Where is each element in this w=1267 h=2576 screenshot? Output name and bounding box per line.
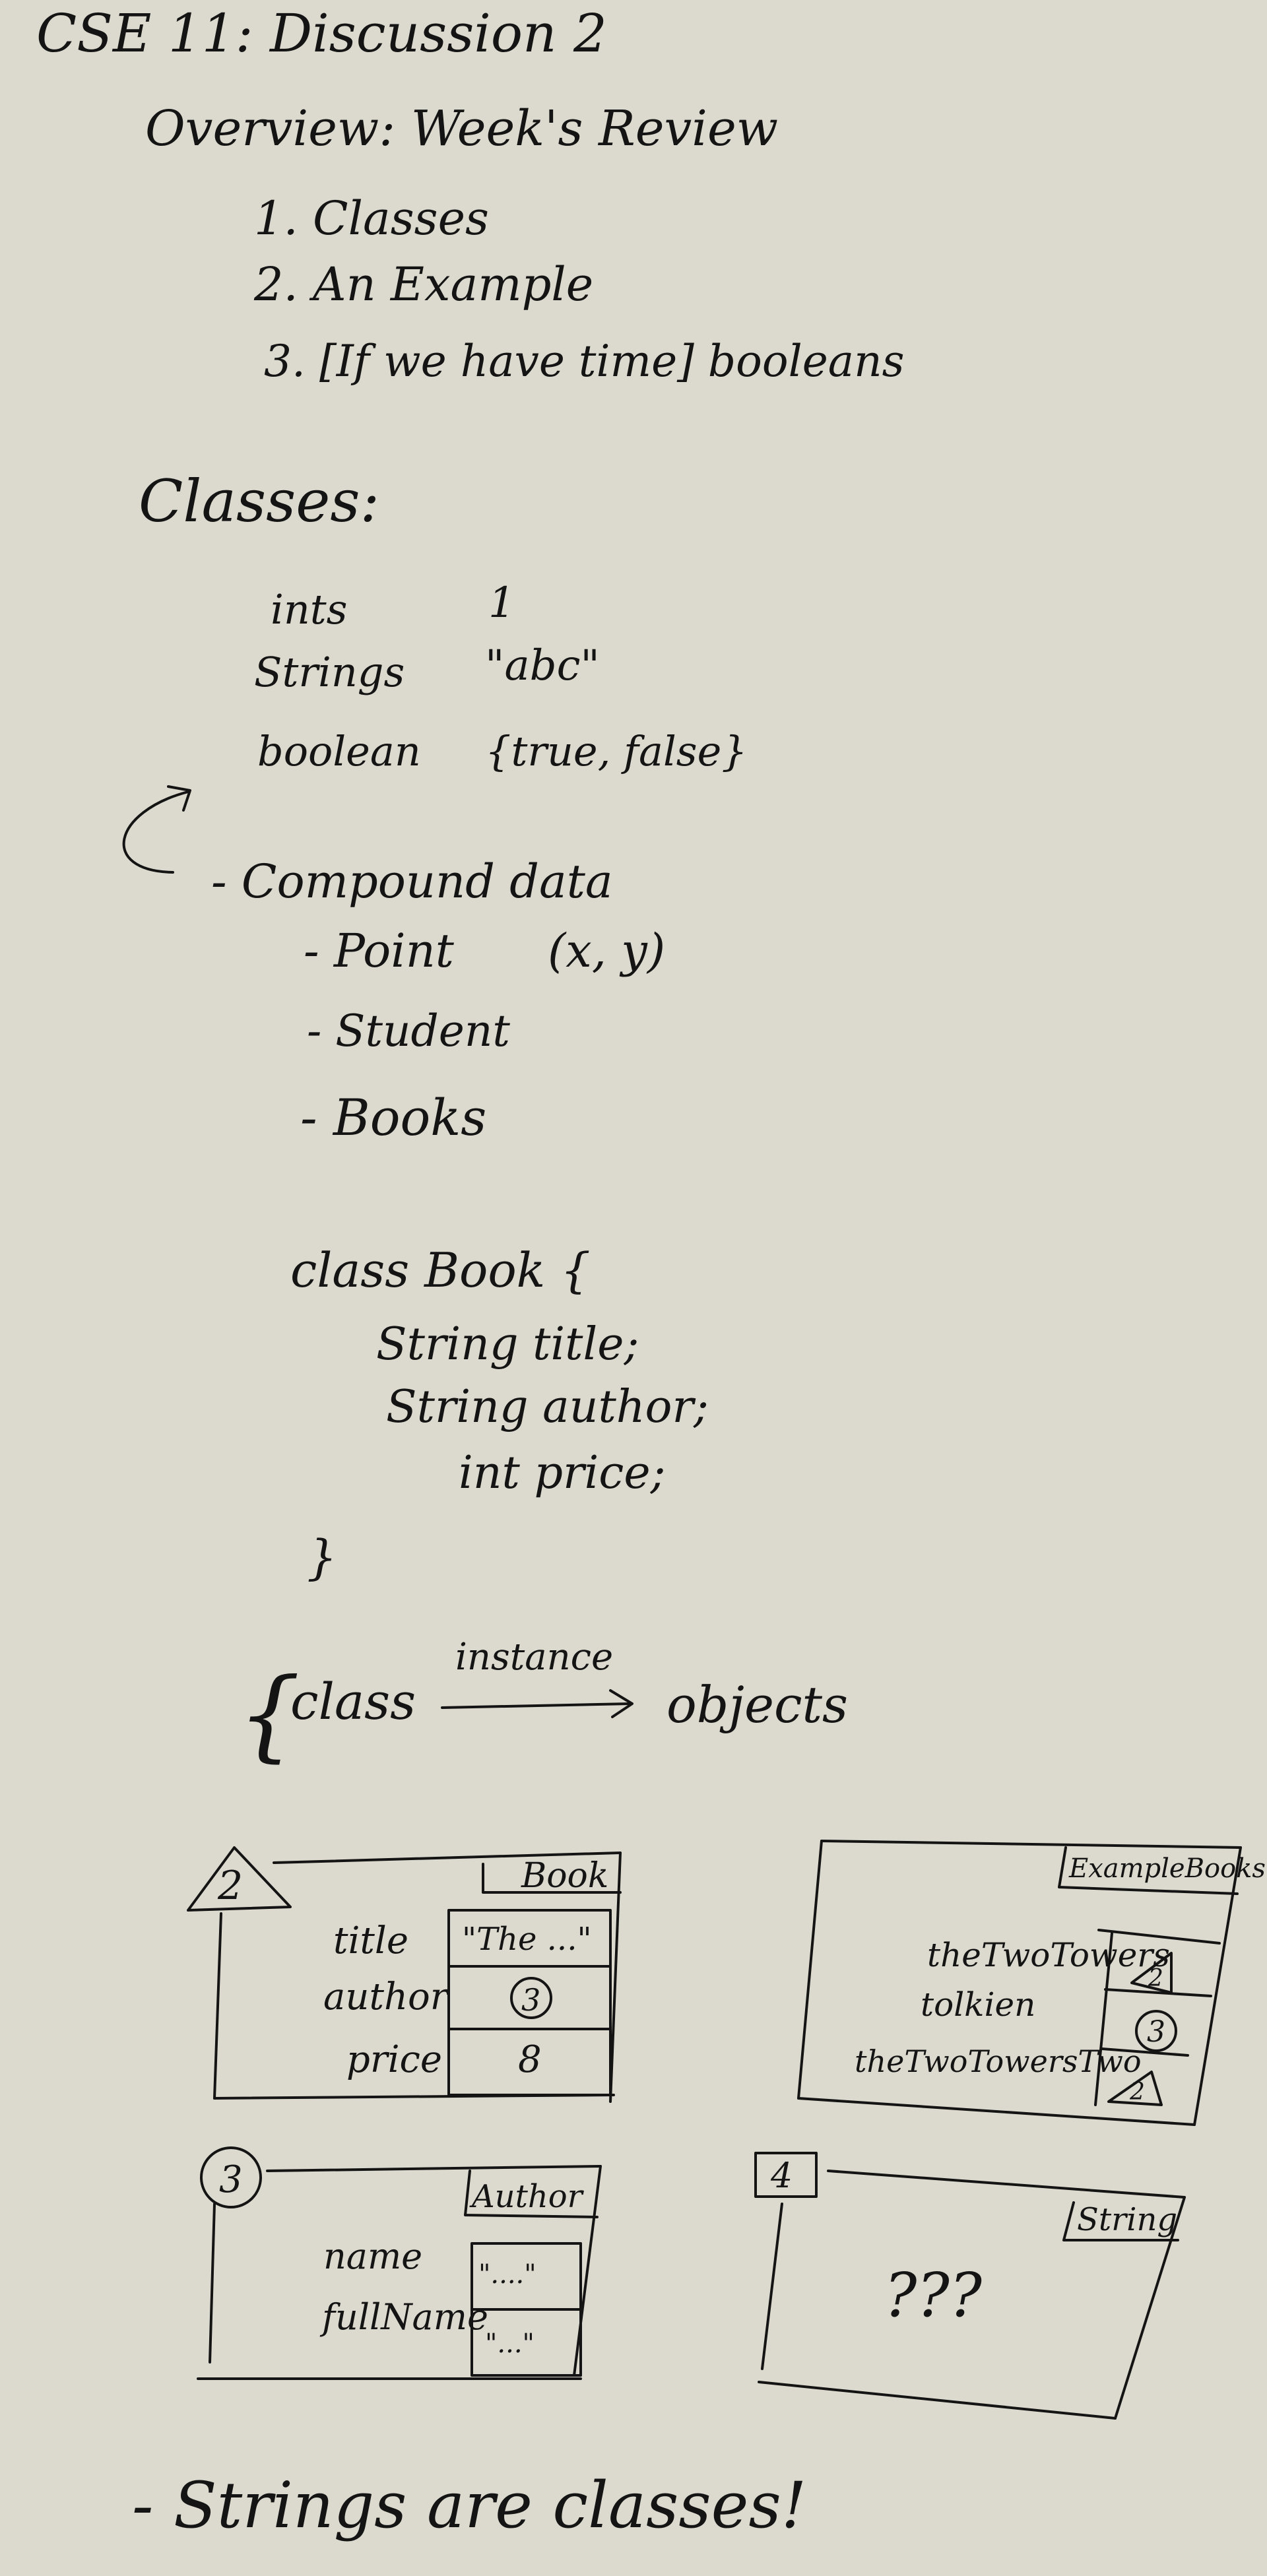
- author-value-fullname: "...": [485, 2329, 535, 2359]
- author-ref-number: 3: [219, 2158, 243, 2201]
- primitive-type-boolean: boolean: [257, 727, 421, 775]
- relation-class: class: [290, 1672, 416, 1731]
- code-field-title: String title;: [376, 1318, 639, 1370]
- relation-arrow-label: instance: [455, 1636, 613, 1679]
- string-class-name: String: [1077, 2201, 1177, 2238]
- book-field-title: title: [333, 1919, 408, 1962]
- examplebooks-value-thetwotowerstwo: 2: [1129, 2078, 1145, 2106]
- compound-item-student: - Student: [307, 1006, 510, 1056]
- compound-data-label: - Compound data: [211, 854, 613, 909]
- book-field-author: author: [323, 1976, 450, 2018]
- book-value-price: 8: [518, 2038, 542, 2081]
- code-field-price: int price;: [459, 1447, 666, 1499]
- ref-triangle-icon: [1130, 1952, 1173, 1994]
- arrow-head-icon: [167, 785, 191, 812]
- compound-item-books: - Books: [300, 1088, 486, 1147]
- instance-arrow-line: [441, 1702, 632, 1709]
- overview-heading: Overview: Week's Review: [145, 100, 778, 157]
- examplebooks-value-thetwotowers: 2: [1148, 1965, 1163, 1992]
- examplebooks-field-tolkien: tolkien: [921, 1985, 1035, 2024]
- relation-objects: objects: [666, 1675, 848, 1734]
- string-object-box: 4 String ???: [754, 2152, 1186, 2420]
- footer-note: - Strings are classes!: [132, 2468, 806, 2542]
- author-class-tag: [464, 2170, 599, 2218]
- code-field-author: String author;: [386, 1381, 709, 1433]
- string-class-tag: [1062, 2201, 1179, 2241]
- overview-item-example: 2. An Example: [253, 257, 593, 311]
- primitive-type-strings: Strings: [254, 648, 405, 696]
- book-ref-number: 2: [217, 1863, 243, 1909]
- book-field-price: price: [346, 2038, 442, 2081]
- ref-circle-icon: [1135, 2010, 1177, 2052]
- page-title: CSE 11: Discussion 2: [36, 3, 607, 64]
- examplebooks-field-thetwotowerstwo: theTwoTowersTwo: [855, 2044, 1142, 2079]
- book-value-author: 3: [521, 1982, 540, 2018]
- curly-brace-icon: {: [238, 1658, 300, 1772]
- code-class-header: class Book {: [290, 1242, 591, 1298]
- examplebooks-class-tag: [1058, 1846, 1239, 1895]
- book-field-column: [447, 1909, 612, 2096]
- book-class-name: Book: [521, 1856, 608, 1896]
- primitive-example-ints: 1: [488, 579, 515, 628]
- compound-item-point: - Point: [304, 924, 455, 978]
- book-object-box: 2 Book title "The ..." author 3 price 8: [187, 1846, 622, 2103]
- author-object-box: 3 Author name "...." fullName "...": [197, 2146, 602, 2380]
- compound-item-point-note: (x, y): [548, 924, 665, 978]
- examplebooks-class-name: ExampleBooks: [1068, 1853, 1266, 1884]
- examplebooks-field-thetwotowers: theTwoTowers: [927, 1936, 1170, 1974]
- ref-triangle-icon: [1107, 2071, 1163, 2106]
- curved-arrow-icon: [122, 790, 189, 874]
- ref-circle-icon: [200, 2146, 262, 2208]
- overview-item-classes: 1. Classes: [254, 191, 489, 245]
- classes-heading: Classes:: [139, 467, 379, 535]
- string-content: ???: [884, 2260, 983, 2331]
- primitive-example-boolean: {true, false}: [485, 727, 748, 775]
- book-value-title: "The ...": [462, 1921, 592, 1958]
- author-field-name: name: [323, 2236, 422, 2277]
- ref-triangle-icon: [187, 1846, 292, 1912]
- code-close-brace: }: [307, 1530, 337, 1585]
- author-value-name: "....": [478, 2259, 536, 2290]
- author-class-name: Author: [469, 2178, 585, 2215]
- examplebooks-value-tolkien: 3: [1147, 2015, 1165, 2049]
- book-class-tag: [482, 1863, 622, 1894]
- primitive-type-ints: ints: [271, 585, 348, 633]
- string-ref-number: 4: [770, 2156, 793, 2196]
- ref-square-icon: [754, 2152, 818, 2198]
- author-field-fullname: fullName: [319, 2296, 488, 2338]
- examplebooks-object-box: ExampleBooks theTwoTowers 2 tolkien 3 th…: [797, 1840, 1266, 2126]
- ref-circle-icon: [510, 1977, 552, 2019]
- examplebooks-value-column: [1094, 1932, 1113, 2106]
- primitive-example-strings: "abc": [485, 641, 600, 690]
- instance-arrow-head-icon: [609, 1689, 634, 1718]
- overview-item-booleans: 3. [If we have time] booleans: [264, 336, 905, 387]
